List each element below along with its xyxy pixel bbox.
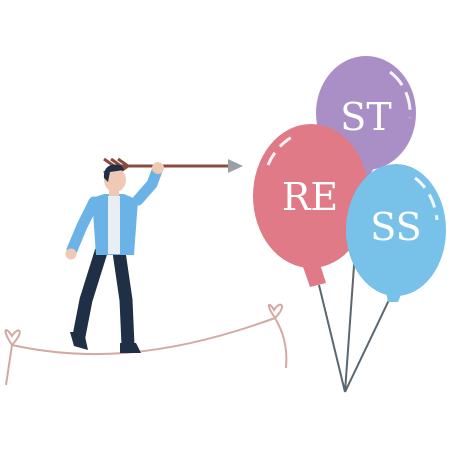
hair [103, 164, 124, 182]
undershirt [108, 196, 120, 254]
balloon-ss-label: SS [370, 205, 421, 249]
lowered-hand [65, 248, 77, 260]
arrow [103, 157, 243, 175]
balloon-re-label: RE [282, 175, 338, 219]
left-shoe [70, 332, 88, 350]
arrowhead-icon [228, 159, 243, 173]
left-rope-knot [4, 329, 21, 386]
right-rope-knot [267, 303, 288, 369]
raised-hand [152, 162, 164, 174]
right-leg [112, 245, 135, 352]
tightrope [11, 317, 276, 356]
balloon-re: RE [253, 124, 369, 287]
man-figure [65, 162, 164, 353]
right-shoe [120, 343, 141, 353]
balloon-st-label: ST [340, 95, 391, 139]
left-leg [72, 245, 108, 343]
balloon-strings [318, 251, 390, 393]
balloon-ss: SS [346, 164, 446, 302]
lowered-arm [66, 196, 100, 256]
